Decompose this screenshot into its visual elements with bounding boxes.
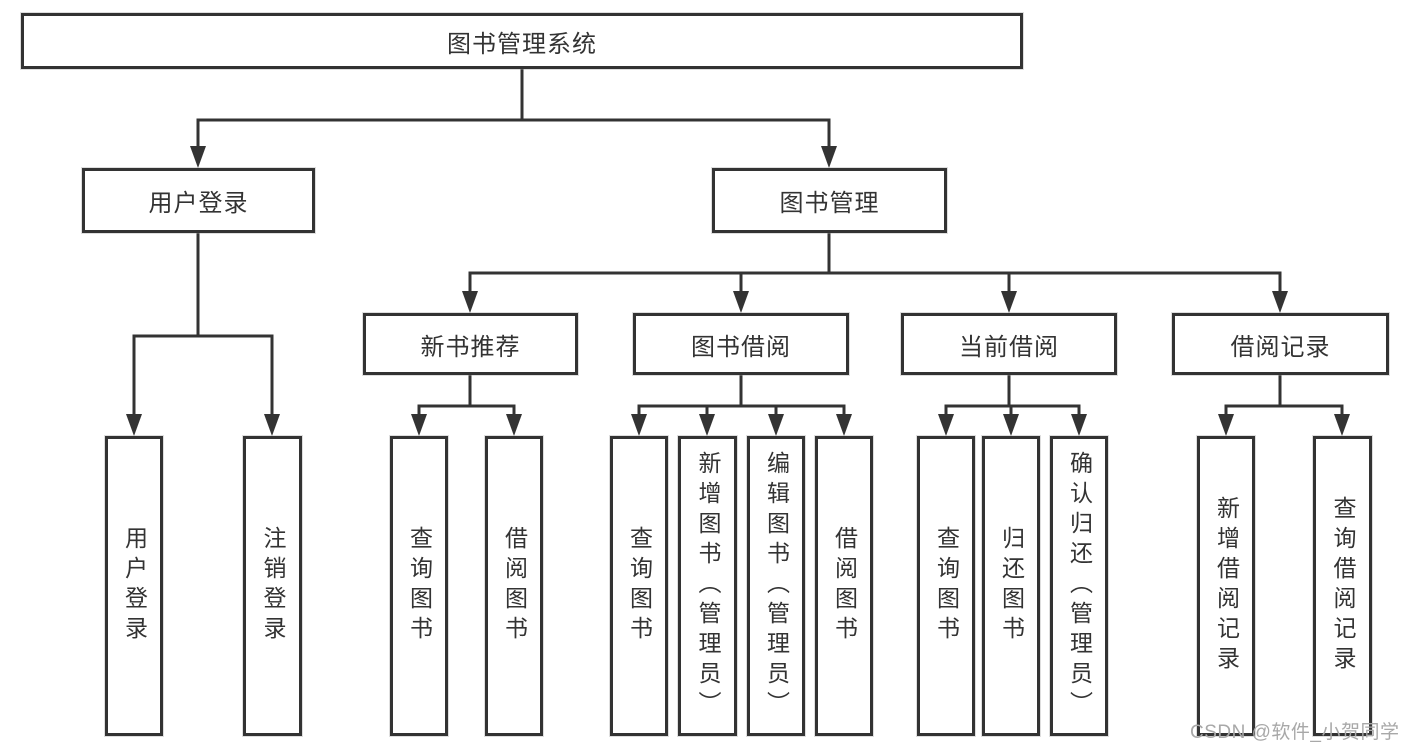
node-leaf-query-book-recommend-label: 查询图书 bbox=[406, 526, 433, 646]
node-leaf-query-book-current: 查询图书 bbox=[917, 436, 975, 736]
arrowhead-icon bbox=[1218, 414, 1234, 436]
connector-bookmgmt-to-l3 bbox=[468, 231, 1282, 297]
node-user-login-label: 用户登录 bbox=[148, 190, 249, 217]
arrowhead-icon bbox=[631, 414, 647, 436]
node-leaf-confirm-return-admin-label: 确认归还（管理员） bbox=[1066, 451, 1093, 721]
node-leaf-add-borrow-record: 新增借阅记录 bbox=[1197, 436, 1255, 736]
node-leaf-borrow-book: 借阅图书 bbox=[815, 436, 873, 736]
connector-userlogin-to-leaves bbox=[132, 231, 274, 420]
node-leaf-query-book-borrow-label: 查询图书 bbox=[626, 526, 653, 646]
node-leaf-query-book-recommend: 查询图书 bbox=[390, 436, 448, 736]
arrowhead-icon bbox=[411, 414, 427, 436]
arrowhead-icon bbox=[699, 414, 715, 436]
node-book-management: 图书管理 bbox=[712, 168, 947, 233]
connector-borrowrecords-to-leaves bbox=[1224, 373, 1344, 420]
node-leaf-return-book: 归还图书 bbox=[982, 436, 1040, 736]
arrowhead-icon bbox=[190, 146, 206, 168]
arrowhead-icon bbox=[506, 414, 522, 436]
node-book-borrow-label: 图书借阅 bbox=[691, 333, 791, 361]
node-leaf-edit-book-admin-label: 编辑图书（管理员） bbox=[763, 451, 790, 721]
arrowhead-icon bbox=[1001, 291, 1017, 313]
connector-root-to-l2 bbox=[196, 67, 831, 150]
node-leaf-query-book-borrow: 查询图书 bbox=[610, 436, 668, 736]
node-leaf-add-book-admin-label: 新增图书（管理员） bbox=[695, 451, 721, 721]
node-leaf-borrow-book-recommend: 借阅图书 bbox=[485, 436, 543, 736]
node-borrow-records: 借阅记录 bbox=[1172, 313, 1389, 375]
node-book-borrow: 图书借阅 bbox=[633, 313, 849, 375]
node-leaf-confirm-return-admin: 确认归还（管理员） bbox=[1050, 436, 1108, 736]
node-new-book-recommend-label: 新书推荐 bbox=[420, 333, 521, 361]
node-leaf-user-login-label: 用户登录 bbox=[121, 526, 148, 646]
node-root: 图书管理系统 bbox=[21, 13, 1023, 69]
node-leaf-query-borrow-record-label: 查询借阅记录 bbox=[1330, 496, 1356, 676]
arrowhead-icon bbox=[1334, 414, 1350, 436]
arrowhead-icon bbox=[1071, 414, 1087, 436]
arrowhead-icon bbox=[462, 291, 478, 313]
node-leaf-logout: 注销登录 bbox=[243, 436, 302, 736]
node-book-management-label: 图书管理 bbox=[779, 190, 880, 217]
arrowhead-icon bbox=[938, 414, 954, 436]
arrowhead-icon bbox=[1272, 291, 1288, 313]
node-leaf-add-book-admin: 新增图书（管理员） bbox=[678, 436, 737, 736]
node-leaf-add-borrow-record-label: 新增借阅记录 bbox=[1213, 496, 1240, 676]
node-borrow-records-label: 借阅记录 bbox=[1230, 333, 1331, 361]
node-root-label: 图书管理系统 bbox=[447, 30, 597, 58]
connector-bookborrow-to-leaves bbox=[637, 373, 846, 420]
node-current-borrow: 当前借阅 bbox=[901, 313, 1117, 375]
node-leaf-borrow-book-label: 借阅图书 bbox=[831, 526, 858, 646]
node-leaf-borrow-book-recommend-label: 借阅图书 bbox=[501, 526, 528, 646]
node-new-book-recommend: 新书推荐 bbox=[363, 313, 578, 375]
node-leaf-query-borrow-record: 查询借阅记录 bbox=[1313, 436, 1372, 736]
arrowhead-icon bbox=[821, 146, 837, 168]
node-leaf-query-book-current-label: 查询图书 bbox=[933, 526, 960, 646]
node-leaf-edit-book-admin: 编辑图书（管理员） bbox=[747, 436, 805, 736]
arrowhead-icon bbox=[264, 414, 280, 436]
node-user-login: 用户登录 bbox=[82, 168, 315, 233]
arrowhead-icon bbox=[126, 414, 142, 436]
node-leaf-user-login: 用户登录 bbox=[105, 436, 163, 736]
csdn-watermark: CSDN @软件_小贺同学 bbox=[1190, 722, 1400, 743]
arrowhead-icon bbox=[836, 414, 852, 436]
arrowhead-icon bbox=[733, 291, 749, 313]
node-current-borrow-label: 当前借阅 bbox=[959, 333, 1059, 361]
arrowhead-icon bbox=[768, 414, 784, 436]
connector-newbookrec-to-leaves bbox=[417, 373, 516, 420]
arrowhead-icon bbox=[1003, 414, 1019, 436]
connector-currentborrow-to-leaves bbox=[944, 373, 1081, 420]
node-leaf-logout-label: 注销登录 bbox=[260, 526, 286, 646]
node-leaf-return-book-label: 归还图书 bbox=[998, 526, 1025, 646]
